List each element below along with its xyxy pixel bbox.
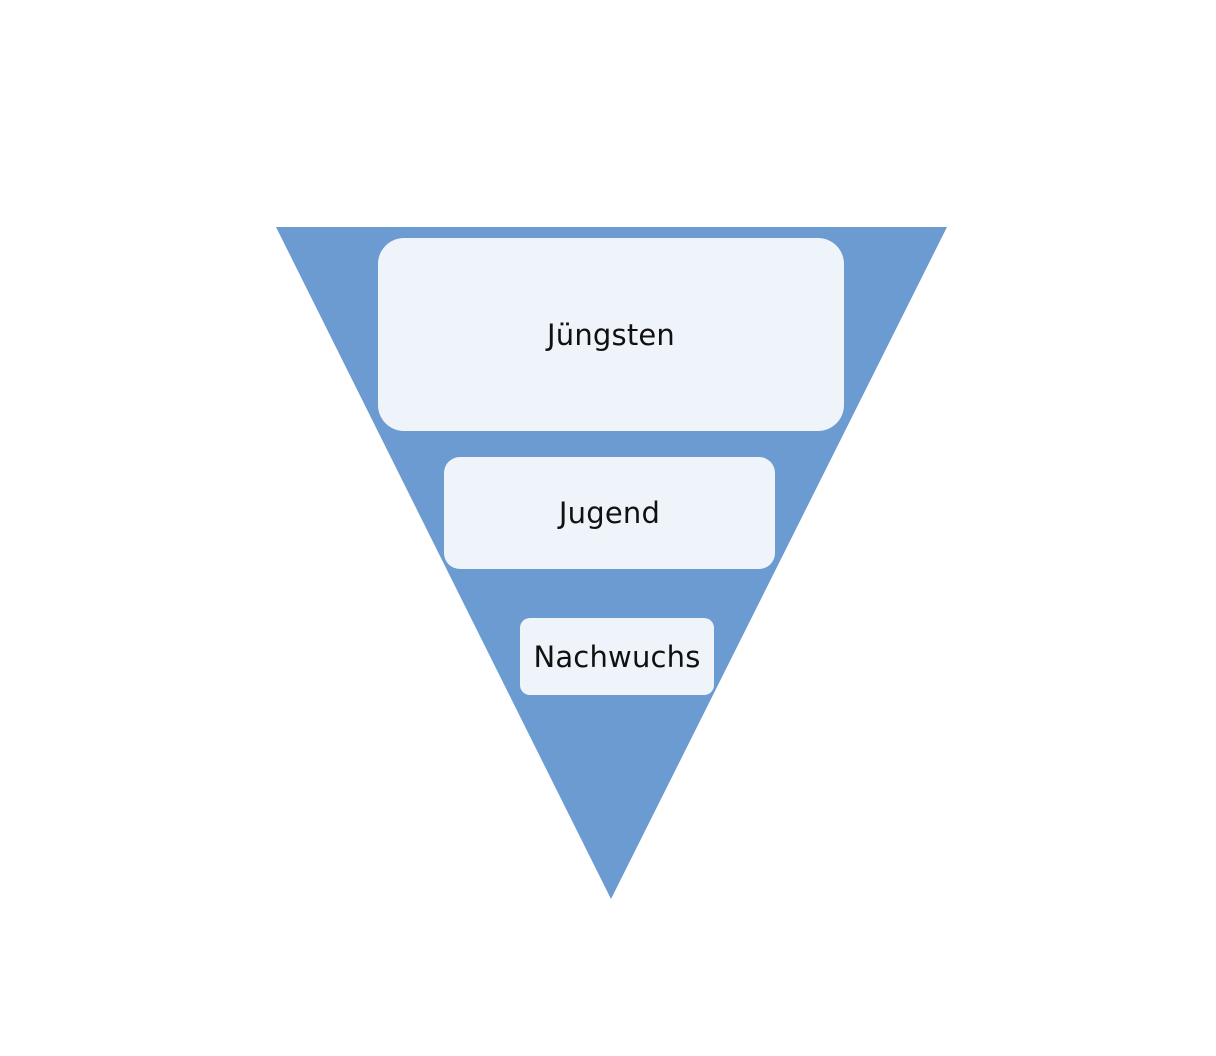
pyramid-level-label: Nachwuchs bbox=[533, 639, 701, 674]
pyramid-level-label: Jüngsten bbox=[546, 317, 676, 352]
pyramid-level-bottom: Nachwuchs bbox=[520, 618, 714, 695]
pyramid-level-label: Jugend bbox=[558, 496, 661, 530]
pyramid-level-middle: Jugend bbox=[444, 457, 775, 569]
pyramid-level-top: Jüngsten bbox=[378, 238, 844, 431]
